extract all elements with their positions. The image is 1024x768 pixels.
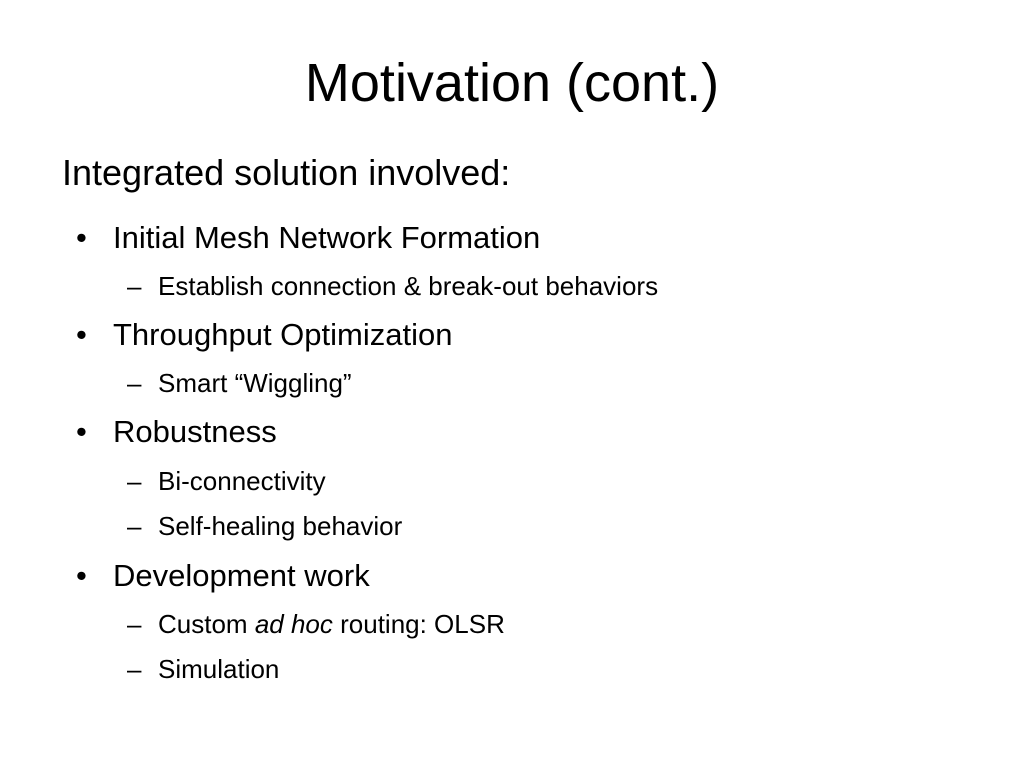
list-item: • Development work — [76, 556, 370, 596]
list-item: –Self-healing behavior — [127, 509, 402, 543]
dash-marker: – — [127, 466, 142, 496]
list-item: • Initial Mesh Network Formation — [76, 218, 540, 258]
bullet-marker: • — [76, 317, 87, 352]
list-item-text: Simulation — [158, 654, 280, 684]
list-item-text: Development work — [113, 558, 370, 593]
dash-marker: – — [127, 368, 142, 398]
list-item-text-emphasis: ad hoc — [254, 609, 333, 639]
bullet-marker: • — [76, 414, 87, 449]
dash-marker: – — [127, 609, 142, 639]
list-item: –Simulation — [127, 652, 279, 686]
list-item-text: Robustness — [113, 414, 277, 449]
list-item: –Custom ad hoc routing: OLSR — [127, 607, 505, 641]
list-item: • Robustness — [76, 412, 277, 452]
dash-marker: – — [127, 511, 142, 541]
list-item-text-suffix: routing: OLSR — [332, 609, 505, 639]
bullet-marker: • — [76, 220, 87, 255]
list-item-text: Initial Mesh Network Formation — [113, 220, 541, 255]
list-item: • Throughput Optimization — [76, 315, 452, 355]
dash-marker: – — [127, 654, 142, 684]
list-item-text: Throughput Optimization — [113, 317, 453, 352]
list-item-text-prefix: Custom — [158, 609, 255, 639]
list-item: –Establish connection & break-out behavi… — [127, 269, 658, 303]
list-item-text: Smart “Wiggling” — [158, 368, 352, 398]
list-item-text: Establish connection & break-out behavio… — [158, 271, 659, 301]
list-item-text: Self-healing behavior — [158, 511, 403, 541]
intro-text: Integrated solution involved: — [62, 152, 511, 193]
dash-marker: – — [127, 271, 142, 301]
slide-title: Motivation (cont.) — [304, 53, 720, 113]
bullet-marker: • — [76, 558, 87, 593]
list-item: –Smart “Wiggling” — [127, 366, 352, 400]
list-item: –Bi-connectivity — [127, 464, 326, 498]
list-item-text: Bi-connectivity — [158, 466, 326, 496]
